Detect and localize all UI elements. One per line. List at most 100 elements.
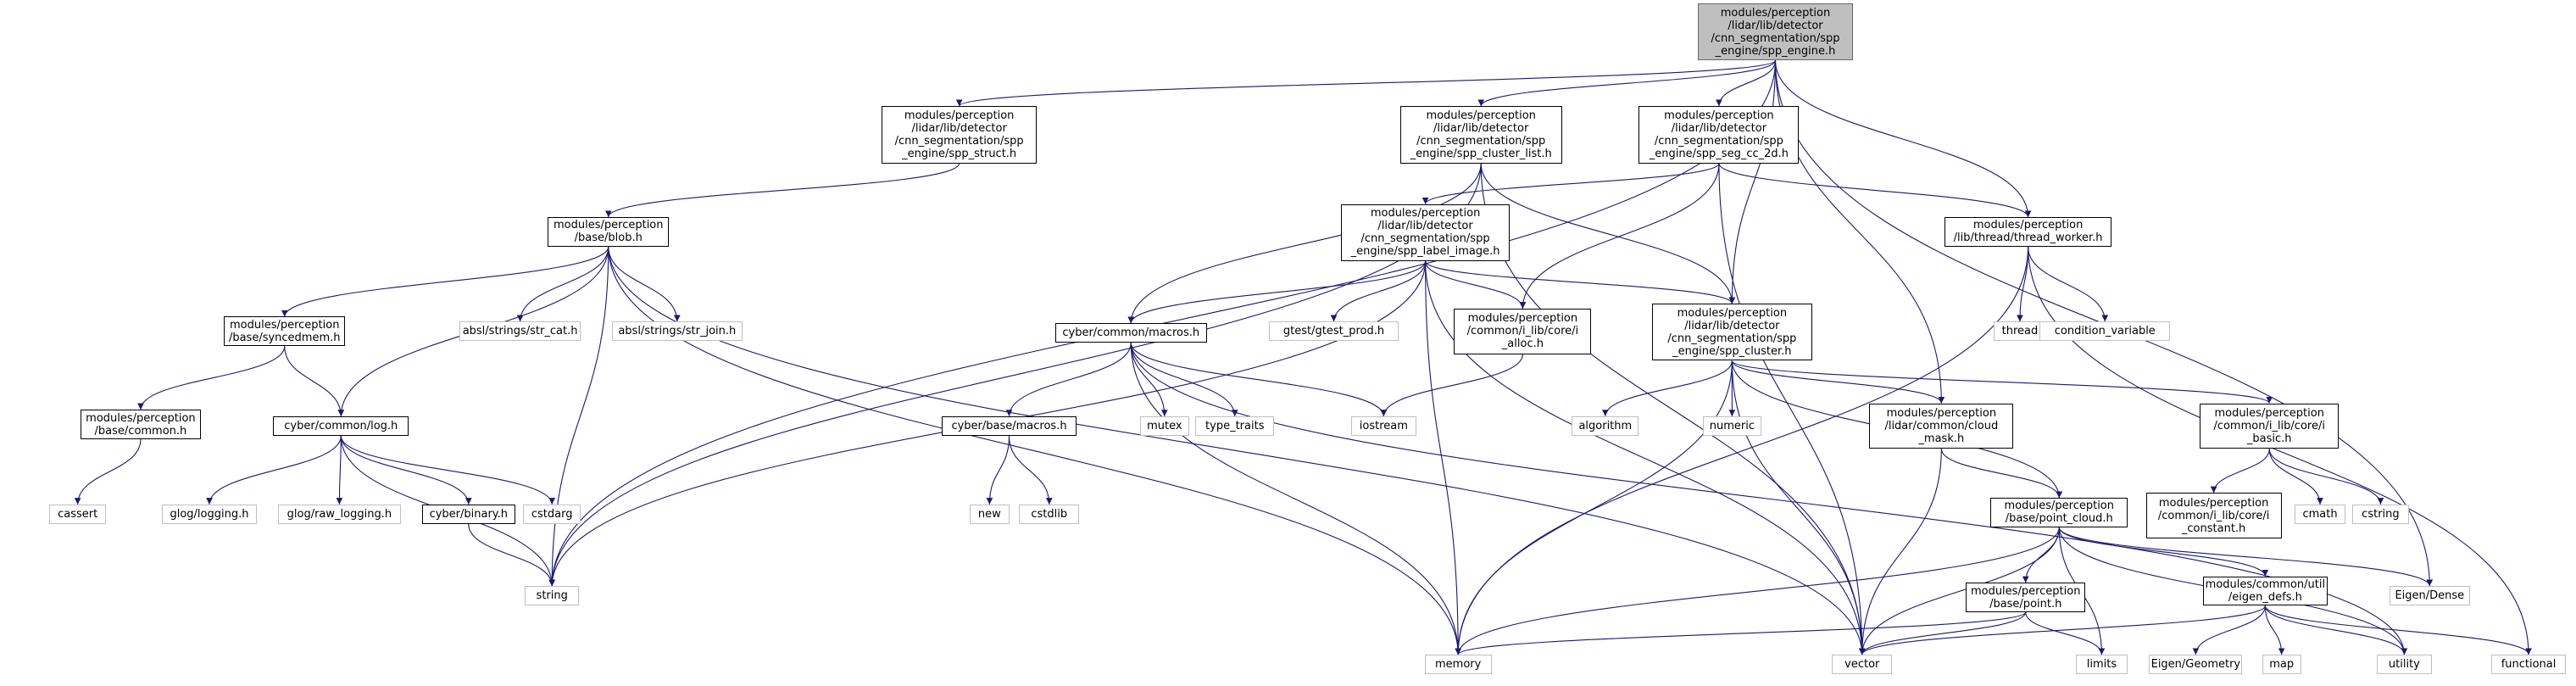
node-label-line: string <box>536 589 568 603</box>
node-label-line: _engine/spp_cluster.h <box>1672 344 1792 358</box>
node-label-line: _engine/spp_struct.h <box>902 147 1017 160</box>
node-cyber-base-macros[interactable]: cyber/base/macros.h <box>942 416 1077 436</box>
node-thread-worker[interactable]: modules/perception/lib/thread/thread_wor… <box>1945 217 2111 247</box>
node-syncedmem[interactable]: modules/perception/base/syncedmem.h <box>224 316 346 347</box>
node-label-line: /common/i_lib/core/i <box>2157 509 2270 522</box>
node-cloud-mask[interactable]: modules/perception/lidar/common/cloud_ma… <box>1869 403 2014 449</box>
node-spp-engine[interactable]: modules/perception/lidar/lib/detector/cn… <box>1697 3 1854 61</box>
edge-cyber-log-to-glog-logging <box>206 435 342 505</box>
node-label-line: /lidar/lib/detector <box>1684 319 1780 332</box>
node-point-cloud[interactable]: modules/perception/base/point_cloud.h <box>1990 498 2128 527</box>
edge-eigen-defs-to-vector <box>1859 605 2266 655</box>
node-blob[interactable]: modules/perception/base/blob.h <box>548 217 670 247</box>
node-label-line: /common/i_lib/core/i <box>2213 419 2325 432</box>
node-label-line: utility <box>2388 658 2420 672</box>
node-i-basic[interactable]: modules/perception/common/i_lib/core/i_b… <box>2200 403 2340 449</box>
node-gtest-prod: gtest/gtest_prod.h <box>1269 321 1399 342</box>
node-numeric: numeric <box>1702 416 1762 436</box>
node-glog-raw-logging: glog/raw_logging.h <box>278 504 401 524</box>
node-label-line: /base/point_cloud.h <box>2005 512 2113 526</box>
node-label-line: Eigen/Geometry <box>2150 658 2241 672</box>
node-spp-cluster[interactable]: modules/perception/lidar/lib/detector/cn… <box>1651 304 1812 361</box>
node-algorithm: algorithm <box>1572 416 1639 436</box>
node-label-line: modules/perception <box>229 318 340 332</box>
edge-spp-label-image-to-spp-cluster <box>1425 260 1736 304</box>
node-label-line: /lib/thread/thread_worker.h <box>1953 231 2103 245</box>
node-label-line: absl/strings/str_join.h <box>618 325 737 338</box>
node-base-common[interactable]: modules/perception/base/common.h <box>80 410 202 439</box>
node-cyber-log[interactable]: cyber/common/log.h <box>273 416 409 436</box>
node-label-line: glog/raw_logging.h <box>287 507 392 521</box>
node-spp-struct[interactable]: modules/perception/lidar/lib/detector/cn… <box>882 106 1038 164</box>
node-eigen-defs[interactable]: modules/common/util/eigen_defs.h <box>2203 576 2328 606</box>
edge-cyber-log-to-cstdarg <box>340 435 556 505</box>
edge-spp-engine-to-spp-seg-cc-2d <box>1716 60 1777 107</box>
node-i-alloc[interactable]: modules/perception/common/i_lib/core/i_a… <box>1454 308 1592 354</box>
edge-eigen-defs-to-functional <box>2264 605 2532 655</box>
node-label-line: numeric <box>1709 419 1755 432</box>
node-label-line: cyber/base/macros.h <box>951 419 1067 432</box>
edge-spp-seg-cc-2d-to-thread-worker <box>1718 163 2032 218</box>
edge-base-common-to-cassert <box>74 438 142 505</box>
edge-spp-label-image-to-gtest-prod <box>1330 261 1427 322</box>
node-label-line: cyber/common/macros.h <box>1062 326 1200 340</box>
node-label-line: cstdarg <box>531 507 573 521</box>
node-label-line: type_traits <box>1205 419 1265 432</box>
node-label-line: _mask.h <box>1918 432 1965 445</box>
edge-spp-struct-to-blob <box>605 163 960 218</box>
node-cmath: cmath <box>2295 504 2345 524</box>
edge-eigen-defs-to-map <box>2264 605 2285 655</box>
node-i-constant[interactable]: modules/perception/common/i_lib/core/i_c… <box>2145 493 2282 539</box>
edge-base-point-to-vector <box>1858 611 2027 655</box>
edge-spp-label-image-to-vector <box>1425 261 1866 655</box>
node-iostream: iostream <box>1350 416 1416 436</box>
edge-point-cloud-to-memory <box>1455 527 2060 655</box>
edge-base-point-to-limits <box>2025 611 2106 655</box>
node-label-line: cyber/binary.h <box>429 507 509 521</box>
node-label-line: modules/perception <box>1677 306 1788 320</box>
node-label-line: _engine/spp_cluster_list.h <box>1410 147 1552 160</box>
edge-syncedmem-to-base-common <box>137 346 286 410</box>
node-label-line: _basic.h <box>2246 432 2292 445</box>
node-type-traits: type_traits <box>1195 416 1275 436</box>
edge-spp-cluster-to-algorithm <box>1602 360 1733 416</box>
node-spp-cluster-list[interactable]: modules/perception/lidar/lib/detector/cn… <box>1399 106 1562 164</box>
node-base-point[interactable]: modules/perception/base/point.h <box>1966 583 2086 612</box>
node-label-line: /lidar/lib/detector <box>1728 19 1823 32</box>
node-label-line: /base/blob.h <box>574 231 643 245</box>
edge-blob-to-syncedmem <box>281 246 609 317</box>
edge-spp-engine-to-spp-cluster-list <box>1477 60 1777 107</box>
edge-i-alloc-to-iostream <box>1380 354 1523 416</box>
edge-spp-cluster-list-to-vector <box>1480 163 1866 655</box>
node-label-line: modules/perception <box>2158 496 2269 510</box>
edge-spp-seg-cc-2d-to-spp-label-image <box>1422 163 1720 204</box>
node-label-line: cyber/common/log.h <box>284 419 398 432</box>
edge-cloud-mask-to-point-cloud <box>1940 449 2063 499</box>
node-thread: thread <box>1994 321 2046 342</box>
edge-blob-to-string <box>548 246 609 587</box>
node-str-cat: absl/strings/str_cat.h <box>459 321 581 342</box>
node-label-line: modules/perception <box>1467 312 1578 326</box>
node-eigen-dense: Eigen/Dense <box>2390 586 2470 606</box>
node-cyber-macros[interactable]: cyber/common/macros.h <box>1054 323 1207 343</box>
edge-spp-seg-cc-2d-to-i-alloc <box>1519 163 1720 309</box>
node-label-line: Eigen/Dense <box>2395 589 2465 603</box>
node-label-line: modules/perception <box>1886 406 1997 420</box>
node-label-line: modules/perception <box>2004 499 2114 513</box>
node-label-line: /base/point.h <box>1989 597 2062 611</box>
node-label-line: gtest/gtest_prod.h <box>1282 325 1385 338</box>
node-limits: limits <box>2075 654 2128 675</box>
edge-cyber-base-macros-to-new <box>986 436 1010 505</box>
node-spp-label-image[interactable]: modules/perception/lidar/lib/detector/cn… <box>1341 204 1510 261</box>
node-new: new <box>970 504 1010 524</box>
node-label-line: /lidar/lib/detector <box>911 121 1007 135</box>
edge-base-point-to-memory <box>1455 611 2027 655</box>
node-label-line: modules/perception <box>904 109 1015 122</box>
edge-spp-engine-to-thread-worker <box>1774 60 2032 218</box>
edge-cyber-binary-to-string <box>468 523 556 587</box>
node-spp-seg-cc-2d[interactable]: modules/perception/lidar/lib/detector/cn… <box>1639 106 1800 164</box>
node-cyber-binary[interactable]: cyber/binary.h <box>421 504 515 524</box>
node-label-line: modules/perception <box>1720 6 1831 20</box>
node-cassert: cassert <box>48 504 107 524</box>
